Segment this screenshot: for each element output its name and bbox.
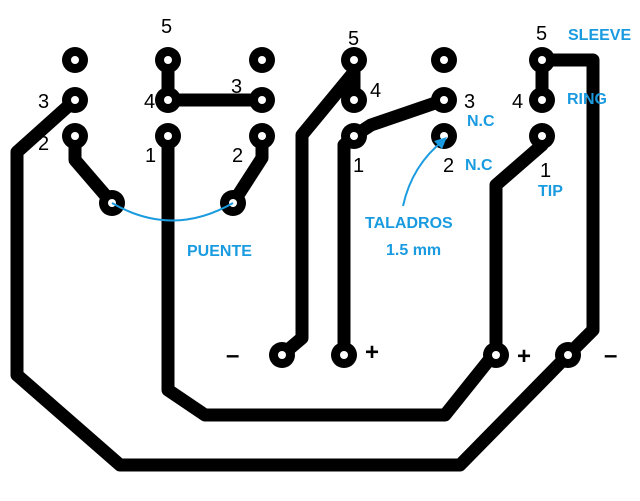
label-j2-pin3: 3 [231,76,242,98]
label-j3-pin1: 1 [353,155,364,177]
pad-j1-3 [62,87,88,113]
pad-j2-5 [155,47,181,73]
annotation-puente: PUENTE [187,243,252,260]
pad-j4-5 [529,47,555,73]
annotation-tip: TIP [538,183,563,200]
pad-j2-2 [249,123,275,149]
sign-plus-right: + [517,343,531,370]
pad-j3-1 [341,123,367,149]
pad-j2-4 [155,87,181,113]
label-j3-pin4: 4 [370,80,381,102]
trace-outer-loop [10,93,575,472]
sign-minus-left: – [226,342,239,369]
label-j3-pin3: 3 [464,91,475,113]
label-j4-pin4: 4 [512,91,523,113]
annotation-drill-size: 1.5 mm [386,242,441,259]
pad-j2-x [249,47,275,73]
pin-labels: 3 2 5 4 3 1 2 5 4 3 1 2 5 4 1 [38,16,551,182]
pad-power-minus-right [555,342,581,368]
label-j3-pin2: 2 [443,155,454,177]
pad-j2-1 [155,123,181,149]
trace-j3-pin1-pin3 [347,93,451,143]
label-j4-pin1: 1 [540,160,551,182]
pad-power-plus-right [483,342,509,368]
pad-power-plus-left [331,342,357,368]
power-signs: – + + – [226,339,617,370]
pad-j2-3 [249,87,275,113]
pads [62,47,581,368]
annotation-taladros: TALADROS [365,215,453,232]
pad-j1-5 [62,47,88,73]
label-j1-pin3: 3 [38,91,49,113]
pad-j1-2 [62,123,88,149]
annotation-nc-bottom: N.C [465,157,493,174]
annotation-ring: RING [567,91,607,108]
annotations: SLEEVE RING TIP N.C N.C TALADROS 1.5 mm … [187,27,631,260]
copper-traces [10,53,600,472]
label-j2-pin5: 5 [161,16,172,38]
pad-j3-5 [341,47,367,73]
label-j4-pin5: 5 [536,23,547,45]
pad-j4-1 [529,123,555,149]
label-j3-pin5: 5 [348,28,359,50]
sign-plus-left: + [365,339,379,366]
pad-j3-2 [431,123,457,149]
pad-j4-4 [529,87,555,113]
pad-power-minus-left [269,342,295,368]
sign-minus-right: – [604,342,617,369]
label-j2-pin1: 1 [145,145,156,167]
label-j1-pin2: 2 [38,133,49,155]
drill-arrow-head [434,137,447,149]
label-j2-pin4: 4 [144,91,155,113]
pad-j3-x [431,47,457,73]
trace-j4-pin1-plus [489,129,549,362]
drill-arrow-line [402,139,445,207]
annotation-nc-top: N.C [467,113,495,130]
label-j2-pin2: 2 [232,145,243,167]
pad-j3-4 [341,87,367,113]
bridge-arc [111,202,234,222]
annotation-sleeve: SLEEVE [568,27,631,44]
pad-j3-3 [431,87,457,113]
trace-j2-pin1-plus [161,129,500,422]
